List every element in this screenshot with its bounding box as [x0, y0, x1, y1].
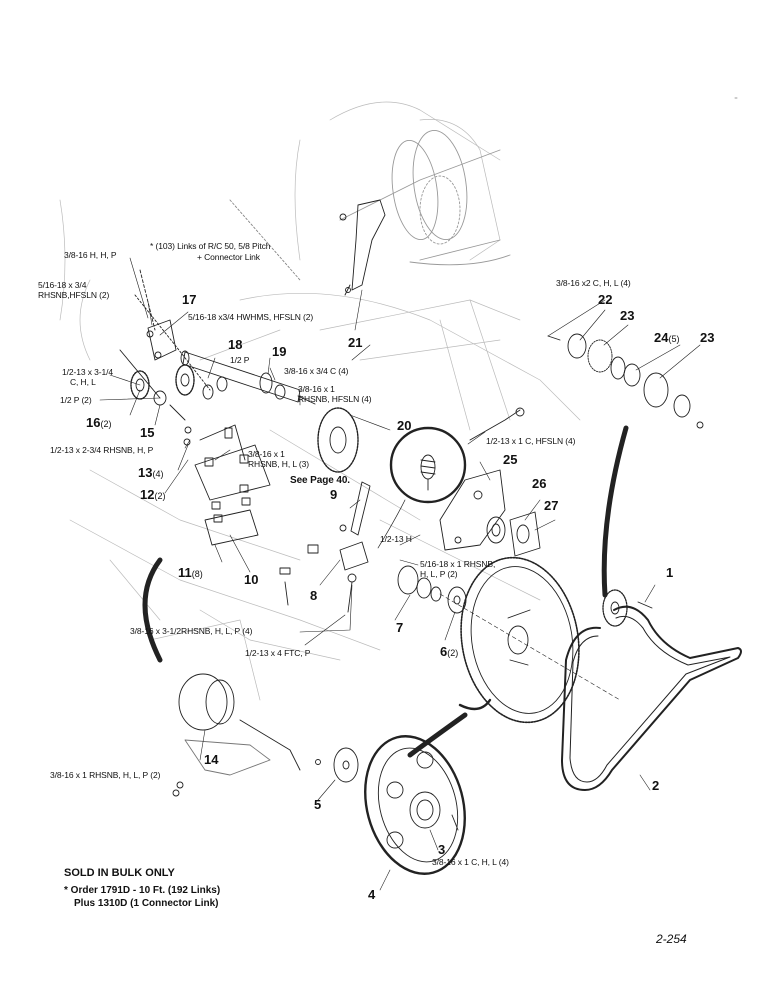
callout-18: 18 — [228, 337, 243, 352]
label-c4: 3/8-16 x 3/4 C (4) — [284, 366, 349, 376]
upper-reel-sprocket — [339, 129, 511, 266]
label-hwhms: 5/16-18 x3/4 HWHMS, HFSLN (2) — [188, 312, 314, 322]
callout-24: 24(5) — [654, 330, 679, 345]
background-frame — [59, 101, 581, 701]
callout-16-qty: (2) — [100, 419, 112, 429]
callout-13-number: 13 — [138, 465, 153, 480]
label-half-h: 1/2-13 H — [380, 534, 412, 544]
label-rh1-a: 3/8-16 x 1 — [298, 384, 335, 394]
callout-2: 2 — [652, 778, 660, 793]
part-20-worm — [377, 454, 436, 549]
large-pulley — [458, 556, 580, 724]
callout-6: 6(2) — [440, 644, 458, 659]
callout-26: 26 — [532, 476, 547, 491]
callout-17: 17 — [182, 292, 197, 307]
parts-10-11-plate — [204, 484, 319, 606]
callout-23-right: 23 — [700, 330, 715, 345]
label-bolt-3-1-2: 3/8-16 x 3-1/2RHSNB, H, L, P (4) — [130, 626, 253, 636]
bulk-note-line-1: * Order 1791D - 10 Ft. (192 Links) — [64, 885, 221, 896]
callout-16-number: 16 — [86, 415, 101, 430]
parts-25-27-bearing — [439, 407, 541, 557]
parts-8-9 — [339, 481, 371, 613]
label-rhp2-b: H, L, P (2) — [420, 569, 458, 579]
callout-14: 14 — [204, 752, 219, 767]
label-hfsln4: 1/2-13 x 1 C, HFSLN (4) — [486, 436, 576, 446]
label-chl4: 3/8-16 x 1 C, H, L (4) — [432, 857, 509, 867]
part-1-idler-pulley — [602, 589, 653, 627]
callout-13-qty: (4) — [152, 469, 164, 479]
label-rhp2-a: 5/16-18 x 1 RHSNB, — [420, 559, 496, 569]
label-rhsnb-a: 5/16-18 x 3/4 — [38, 280, 87, 290]
callout-24-qty: (5) — [668, 334, 680, 344]
label-chain: * (103) Links of R/C 50, 5/8 Pitch — [150, 241, 271, 251]
callout-19: 19 — [272, 344, 287, 359]
label-bolt-3-1-4: 1/2-13 x 3-1/4 — [62, 367, 114, 377]
page-number: 2-254 — [656, 932, 687, 946]
part-21-bracket — [339, 199, 386, 296]
callout-15: 15 — [140, 425, 155, 440]
callout-12: 12(2) — [140, 487, 165, 502]
label-rh1-b: RHSNB, HFSLN (4) — [298, 394, 372, 404]
part-14-detail — [142, 557, 301, 797]
label-bolt-2-3-4: 1/2-13 x 2-3/4 RHSNB, H, P — [50, 445, 154, 455]
label-chain-connector: + Connector Link — [197, 252, 260, 262]
drive-sprocket — [317, 407, 359, 473]
label-half-p: 1/2 P — [230, 355, 250, 365]
part-2-v-belt — [561, 605, 742, 791]
parts-22-24-pulley-stack — [547, 333, 704, 429]
label-rhsnb-b: RHSNB,HFSLN (2) — [38, 290, 110, 300]
label-x2chl: 3/8-16 x2 C, H, L (4) — [556, 278, 631, 288]
label-rhp14: 3/8-16 x 1 RHSNB, H, L, P (2) — [50, 770, 161, 780]
bulk-note-line-2: Plus 1310D (1 Connector Link) — [74, 898, 219, 909]
callout-27: 27 — [544, 498, 559, 513]
callout-4: 4 — [368, 887, 376, 902]
part-20-detail-circle — [389, 426, 467, 504]
callout-6-qty: (2) — [447, 648, 459, 658]
callout-11-number: 11 — [178, 565, 192, 580]
label-rhl3-a: 3/8-16 x 1 — [248, 449, 285, 459]
callout-11-qty: (8) — [191, 569, 203, 579]
callout-12-number: 12 — [140, 487, 155, 502]
callout-23-left: 23 — [620, 308, 635, 323]
callout-13: 13(4) — [138, 465, 163, 480]
callout-16: 16(2) — [86, 415, 111, 430]
leader-lines — [99, 257, 701, 891]
callout-10: 10 — [244, 572, 259, 587]
callout-8: 8 — [310, 588, 318, 603]
label-rhl3-b: RHSNB, H, L (3) — [248, 459, 310, 469]
label-half-p-2: 1/2 P (2) — [60, 395, 92, 405]
callout-9: 9 — [330, 487, 338, 502]
label-ftc: 1/2-13 x 4 FTC, P — [245, 648, 311, 658]
callout-25: 25 — [503, 452, 518, 467]
callout-12-qty: (2) — [154, 491, 166, 501]
callout-24-number: 24 — [654, 330, 669, 345]
roller-chain — [134, 199, 301, 391]
callout-11: 11(8) — [178, 565, 203, 580]
callout-20: 20 — [397, 418, 412, 433]
callout-7: 7 — [396, 620, 404, 635]
bulk-note-title: SOLD IN BULK ONLY — [64, 867, 175, 879]
callout-21: 21 — [348, 335, 363, 350]
callout-3: 3 — [438, 842, 446, 857]
callout-22: 22 — [598, 292, 613, 307]
leader-arc-stack — [601, 425, 629, 598]
callout-5: 5 — [314, 797, 322, 812]
callout-1: 1 — [666, 565, 674, 580]
part-16-sprockets — [119, 349, 195, 421]
callout-6-number: 6 — [440, 644, 448, 659]
label-hhp: 3/8-16 H, H, P — [64, 250, 117, 260]
parts-17-19-shaft-assembly — [146, 319, 316, 405]
label-bolt-3-1-4-b: C, H, L — [70, 377, 96, 387]
label-see-page: See Page 40. — [290, 475, 350, 486]
parts-3-5-pulley-detail — [315, 712, 468, 875]
